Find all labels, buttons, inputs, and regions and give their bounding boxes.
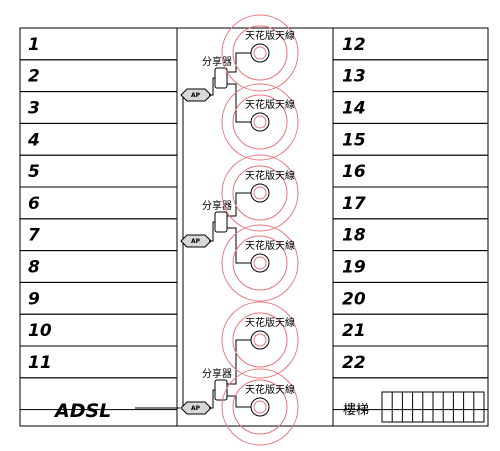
access-point: AP bbox=[180, 234, 212, 248]
right-row bbox=[332, 377, 489, 411]
room-number-label: 22 bbox=[342, 353, 366, 373]
coverage-ring-middle bbox=[232, 235, 288, 291]
ap-label: AP bbox=[191, 238, 201, 245]
splitter-to-antenna-cable bbox=[227, 83, 251, 123]
left-row bbox=[19, 250, 178, 283]
splitter-box bbox=[214, 67, 228, 89]
room-number-label: 11 bbox=[28, 353, 52, 373]
left-row bbox=[19, 154, 178, 188]
antenna-inner-ring bbox=[253, 400, 267, 414]
antenna-inner-ring bbox=[253, 256, 267, 270]
splitter-box bbox=[214, 211, 228, 233]
room-number-label: 3 bbox=[28, 99, 40, 119]
coverage-ring-outer bbox=[221, 83, 299, 161]
room-number-label: 16 bbox=[342, 162, 366, 182]
ap-label: AP bbox=[191, 92, 201, 99]
coverage-ring-outer bbox=[221, 154, 299, 232]
room-number-label: 10 bbox=[28, 321, 52, 341]
coverage-ring-middle bbox=[232, 165, 288, 221]
antenna-label: 天花版天線 bbox=[245, 239, 295, 252]
room-number-label: 8 bbox=[28, 258, 40, 278]
ceiling-antenna: 天花版天線 bbox=[221, 301, 299, 379]
ceiling-antenna: 天花版天線 bbox=[221, 224, 299, 302]
antenna-label: 天花版天線 bbox=[245, 29, 295, 42]
adsl-label: ADSL bbox=[53, 400, 111, 422]
ceiling-antenna: 天花版天線 bbox=[221, 14, 299, 92]
antenna-label: 天花版天線 bbox=[245, 98, 295, 111]
room-number-label: 2 bbox=[28, 67, 40, 87]
left-row bbox=[19, 281, 178, 315]
left-row bbox=[19, 218, 178, 252]
room-number-label: 14 bbox=[342, 99, 366, 119]
room-number-label: 13 bbox=[342, 67, 366, 87]
antenna-inner-ring bbox=[253, 46, 267, 60]
splitter-to-antenna-cable bbox=[227, 227, 251, 264]
left-row bbox=[19, 59, 178, 93]
splitter-to-antenna-cable bbox=[227, 52, 251, 73]
left-row bbox=[19, 377, 178, 411]
left-room-column: 1 2 3 4 5 6 7 8 9 10 11 bbox=[19, 27, 178, 411]
room-number-label: 1 bbox=[28, 35, 40, 55]
coverage-ring-middle bbox=[232, 94, 288, 150]
coverage-ring-middle bbox=[232, 379, 288, 435]
antenna-label: 天花版天線 bbox=[245, 316, 295, 329]
left-row bbox=[19, 122, 178, 156]
ap-label: AP bbox=[191, 405, 201, 412]
antenna-inner-ring bbox=[253, 186, 267, 200]
ceiling-antenna: 天花版天線 bbox=[221, 83, 299, 161]
antenna-label: 天花版天線 bbox=[245, 169, 295, 182]
room-number-label: 7 bbox=[28, 226, 40, 246]
splitter-label: 分享器 bbox=[202, 55, 232, 68]
room-number-label: 12 bbox=[342, 35, 366, 55]
room-number-label: 20 bbox=[342, 289, 366, 309]
room-number-label: 6 bbox=[28, 194, 40, 214]
ceiling-antenna: 天花版天線 bbox=[221, 154, 299, 232]
stairs-label: 樓梯 bbox=[343, 403, 369, 418]
splitter-label: 分享器 bbox=[202, 199, 232, 212]
splitter-to-antenna-cable bbox=[227, 339, 251, 385]
ceiling-antenna: 天花版天線 bbox=[221, 368, 299, 446]
splitter-to-antenna-cable bbox=[227, 395, 251, 408]
room-number-label: 15 bbox=[342, 130, 366, 150]
coverage-ring-middle bbox=[232, 25, 288, 81]
room-number-label: 5 bbox=[28, 162, 40, 182]
coverage-ring-outer bbox=[221, 368, 299, 446]
splitter-box bbox=[214, 379, 228, 401]
network-layout: AP分享器天花版天線天花版天線AP分享器天花版天線天花版天線AP分享器天花版天線… bbox=[180, 14, 299, 446]
antenna-label: 天花版天線 bbox=[245, 383, 295, 396]
antenna-inner-ring bbox=[253, 333, 267, 347]
room-number-label: 19 bbox=[342, 258, 366, 278]
access-point: AP bbox=[180, 88, 212, 102]
splitter-label: 分享器 bbox=[202, 367, 232, 380]
coverage-ring-middle bbox=[232, 312, 288, 368]
coverage-ring-outer bbox=[221, 224, 299, 302]
left-row bbox=[19, 186, 178, 220]
antenna-inner-ring bbox=[253, 115, 267, 129]
left-row bbox=[19, 91, 178, 124]
coverage-ring-outer bbox=[221, 301, 299, 379]
room-number-label: 9 bbox=[28, 289, 40, 309]
left-row bbox=[19, 27, 178, 61]
room-number-label: 18 bbox=[342, 226, 366, 246]
room-number-label: 21 bbox=[342, 321, 366, 341]
right-room-column: 12 13 14 15 16 17 18 19 20 21 22 bbox=[332, 27, 489, 411]
stairs-steps bbox=[381, 391, 485, 423]
room-number-label: 4 bbox=[27, 130, 40, 150]
room-number-label: 17 bbox=[342, 194, 366, 214]
coverage-ring-outer bbox=[221, 14, 299, 92]
access-point: AP bbox=[180, 401, 212, 415]
